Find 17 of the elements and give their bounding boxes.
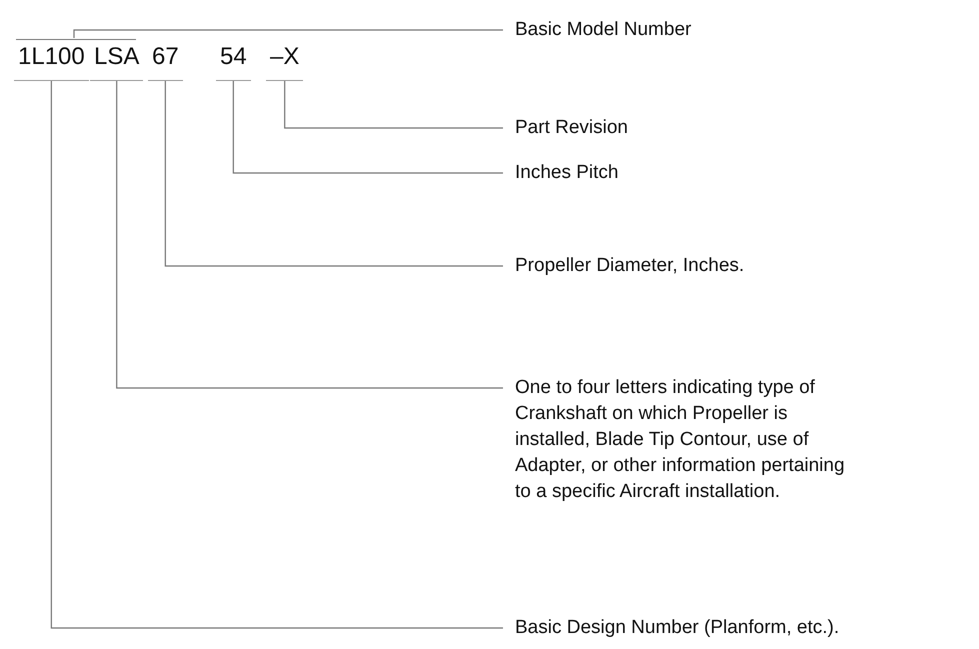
code-segment: LSA [90,42,144,81]
description-label: Basic Model Number [515,17,692,43]
leader-line [164,81,503,267]
leader-line [50,81,503,629]
leader-line [73,29,503,38]
description-label: Part Revision [515,115,628,141]
description-label: Basic Design Number (Planform, etc.). [515,615,840,641]
description-text: One to four letters indicating type of Crankshaft on which Propeller is installed, Blade Tip Contour, use of Adapter, or other information pertaining to a specific Aircraft installation. [515,375,855,505]
code-segment: 67 [148,42,183,81]
leader-line [116,81,503,389]
description-label: Inches Pitch [515,160,618,186]
code-segment: 54 [216,42,251,81]
code-segment: –X [266,42,304,81]
code-segment: 1L100 [14,42,89,81]
leader-line [232,81,503,174]
description-label: Propeller Diameter, Inches. [515,253,744,279]
leader-line [284,81,503,129]
